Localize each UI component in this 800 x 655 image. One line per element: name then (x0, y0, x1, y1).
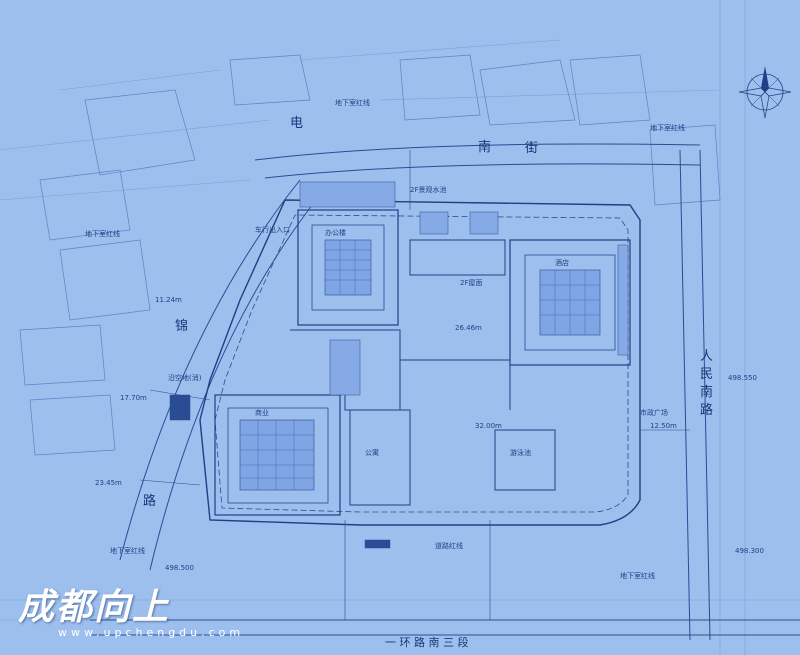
road-west-1: 锦 (175, 319, 188, 334)
label-underground-redline-1: 地下室红线 (85, 229, 120, 238)
road-east-4: 路 (700, 402, 713, 418)
dimension-lines (139, 150, 690, 620)
watermark-url: www.upchengdu.com (58, 626, 245, 639)
label-underground-redline-4: 地下室红线 (110, 546, 145, 555)
podium (290, 239, 556, 506)
underground-boundary (214, 214, 629, 513)
tower-c (214, 394, 341, 516)
label-underground-redline-5: 地下室红线 (620, 571, 655, 580)
label-main-entrance: 车行出入口 (255, 225, 290, 234)
road-north-3: 街 (525, 141, 538, 156)
label-underground-redline-3: 地下室红线 (335, 98, 370, 107)
label-underground-redline-2: 地下室红线 (650, 123, 685, 132)
road-north-1: 电 (290, 116, 303, 131)
label-pool: 游泳池 (510, 448, 531, 457)
label-elevation-3: 498.300 (735, 547, 764, 555)
tower-a (297, 209, 399, 326)
label-distance-2: 17.70m (120, 394, 147, 402)
road-south: 一 环 路 南 三 段 (385, 635, 468, 649)
label-distance-1: 11.24m (155, 296, 182, 304)
road-east-1: 人 (700, 349, 713, 364)
label-elevation-2: 498.500 (165, 564, 194, 572)
label-sunken-garden: 2F景观水池 (410, 185, 446, 194)
road-east-3: 南 (700, 384, 713, 400)
label-elevation-1: 498.550 (728, 374, 757, 382)
label-tower-c: 商业 (255, 408, 269, 417)
hatch-areas (169, 181, 629, 549)
road-names: 电 南 街 人 民 南 路 锦 路 一 环 路 南 三 段 (143, 116, 713, 649)
label-plaza: 市政广场 (640, 408, 668, 417)
neighbour-buildings (19, 54, 721, 456)
tower-b (509, 239, 631, 366)
label-distance-4: 32.00m (475, 422, 502, 430)
label-distance-3: 12.50m (650, 422, 677, 430)
watermark-title: 成都向上 (18, 587, 171, 628)
road-west-2: 路 (143, 493, 156, 509)
annotations: 地下室红线 地下室红线 地下室红线 地下室红线 道路红线 地下室红线 车行出入口… (85, 98, 764, 580)
label-distance-6: 23.45m (95, 479, 122, 487)
watermark: 成都向上 www.upchengdu.com (18, 578, 244, 639)
label-tower-d: 公寓 (365, 448, 379, 457)
road-lines (90, 143, 800, 641)
label-distance-5: 26.46m (455, 324, 482, 332)
label-fire-pool: 沿空地(消) (168, 373, 202, 382)
road-north-2: 南 (478, 139, 491, 155)
label-podium-top: 2F屋面 (460, 279, 482, 287)
north-arrow-icon (738, 66, 792, 119)
label-tower-a: 办公楼 (325, 228, 346, 237)
label-tower-b: 酒店 (555, 258, 569, 267)
label-road-redline: 道路红线 (435, 541, 463, 550)
road-east-2: 民 (700, 367, 713, 382)
